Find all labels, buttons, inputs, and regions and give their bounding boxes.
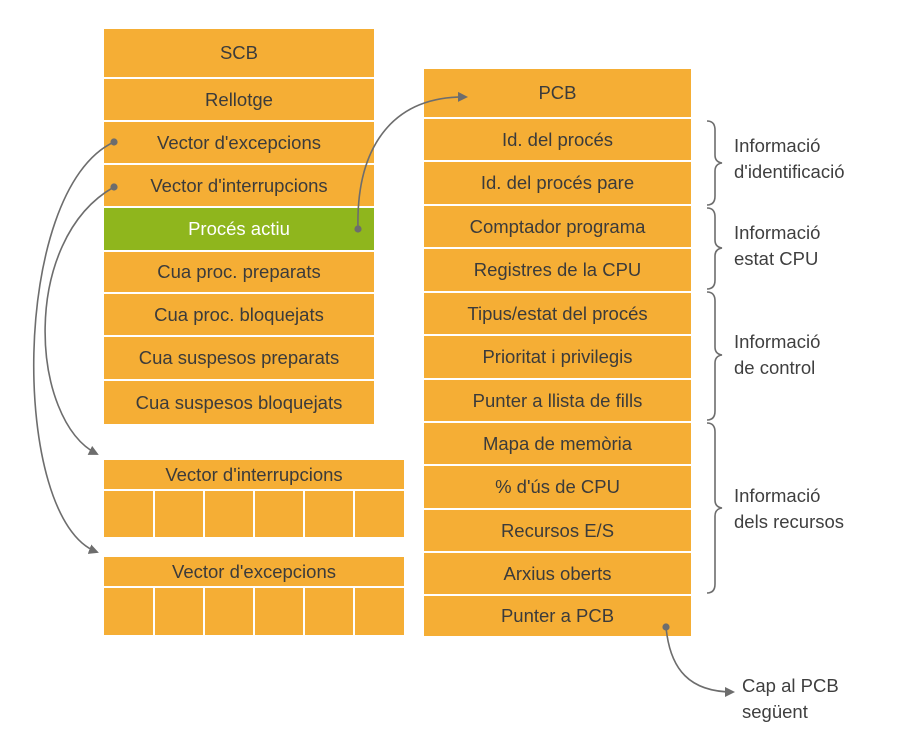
pcb-row-cpu-registers: Registres de la CPU bbox=[424, 249, 691, 291]
interrupt-vector-slot bbox=[104, 491, 153, 537]
scb-row-clock: Rellotge bbox=[104, 79, 374, 120]
pcb-row-next-pcb-pointer: Punter a PCB bbox=[424, 596, 691, 636]
interrupt-vector-slot bbox=[155, 491, 203, 537]
scb-row-suspended-ready-queue: Cua suspesos preparats bbox=[104, 337, 374, 379]
pcb-row-open-files: Arxius oberts bbox=[424, 553, 691, 594]
scb-row-ready-queue: Cua proc. preparats bbox=[104, 252, 374, 292]
pcb-header: PCB bbox=[424, 69, 691, 117]
brace-identification bbox=[706, 120, 723, 206]
pcb-row-process-id: Id. del procés bbox=[424, 119, 691, 160]
brace-control bbox=[706, 291, 723, 421]
active-process-arrow bbox=[357, 91, 468, 230]
scb-header: SCB bbox=[104, 29, 374, 77]
scb-row-interrupt-vector: Vector d'interrupcions bbox=[104, 165, 374, 206]
interrupt-vector-arrow bbox=[44, 186, 115, 455]
active-process-pointer-dot bbox=[354, 225, 362, 233]
pcb-row-cpu-usage: % d'ús de CPU bbox=[424, 466, 691, 508]
next-pcb-arrow bbox=[665, 626, 735, 697]
interrupt-vector-slot bbox=[305, 491, 353, 537]
interrupt-vector-slot bbox=[355, 491, 404, 537]
next-pcb-pointer-dot bbox=[662, 623, 670, 631]
exception-vector-slot bbox=[355, 588, 404, 635]
exception-vector-pointer-dot bbox=[110, 138, 118, 146]
scb-table: SCB Rellotge Vector d'excepcions Vector … bbox=[104, 29, 374, 424]
exception-vector-slot bbox=[255, 588, 303, 635]
exception-vector-slot bbox=[155, 588, 203, 635]
pcb-row-process-state: Tipus/estat del procés bbox=[424, 293, 691, 334]
brace-resources bbox=[706, 422, 723, 594]
interrupt-vector-slot bbox=[205, 491, 253, 537]
exception-vector-slot bbox=[205, 588, 253, 635]
interrupt-vector-slot bbox=[255, 491, 303, 537]
interrupt-vector-title: Vector d'interrupcions bbox=[104, 460, 404, 489]
exception-vector-slot bbox=[104, 588, 153, 635]
brace-cpu-state bbox=[706, 207, 723, 290]
scb-row-active-process: Procés actiu bbox=[104, 208, 374, 250]
pcb-row-memory-map: Mapa de memòria bbox=[424, 423, 691, 464]
pcb-table: PCB Id. del procés Id. del procés pare C… bbox=[424, 69, 691, 636]
scb-row-suspended-blocked-queue: Cua suspesos bloquejats bbox=[104, 381, 374, 424]
scb-row-exception-vector: Vector d'excepcions bbox=[104, 122, 374, 163]
scb-row-blocked-queue: Cua proc. bloquejats bbox=[104, 294, 374, 335]
pcb-row-parent-process-id: Id. del procés pare bbox=[424, 162, 691, 204]
interrupt-vector-pointer-dot bbox=[110, 183, 118, 191]
pcb-row-program-counter: Comptador programa bbox=[424, 206, 691, 247]
pcb-row-io-resources: Recursos E/S bbox=[424, 510, 691, 551]
exception-vector-arrow bbox=[33, 141, 115, 554]
exception-vector-slot bbox=[305, 588, 353, 635]
exception-vector-title: Vector d'excepcions bbox=[104, 557, 404, 586]
pcb-row-children-pointer: Punter a llista de fills bbox=[424, 380, 691, 421]
pcb-row-priority: Prioritat i privilegis bbox=[424, 336, 691, 378]
